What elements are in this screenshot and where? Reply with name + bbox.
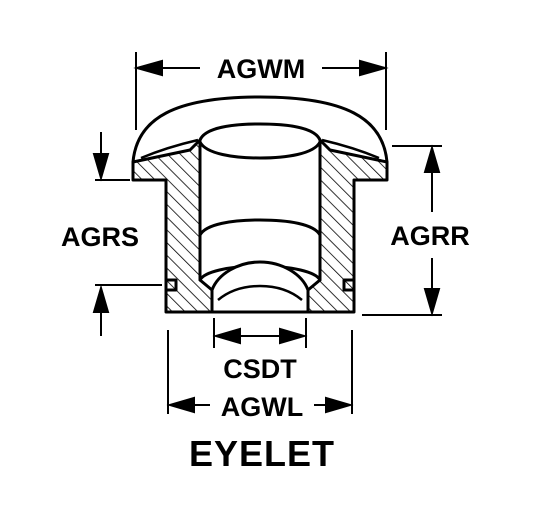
agwl-label: AGWL	[221, 392, 303, 422]
agrr-arrow-top	[423, 144, 441, 173]
csdt-arrow-left	[212, 327, 241, 345]
eyelet-head-inner-line-right	[321, 138, 380, 160]
left-notch	[166, 278, 178, 292]
agwm-label: AGWM	[217, 54, 305, 84]
csdt-label: CSDT	[223, 354, 297, 384]
diagram-caption: EYELET	[189, 433, 335, 474]
agwl-arrow-right	[325, 396, 354, 414]
agrs-arrow-bottom	[92, 284, 110, 313]
agrr-arrow-bottom	[423, 288, 441, 317]
bore-step	[198, 218, 322, 282]
right-notch	[342, 278, 354, 292]
agwl-arrow-left	[166, 396, 195, 414]
csdt-arrow-right	[279, 327, 308, 345]
agwm-arrow-right	[359, 59, 389, 77]
lower-bore-rim	[217, 284, 303, 301]
eyelet-part	[131, 95, 389, 314]
inner-bore-top-rim	[198, 141, 322, 160]
eyelet-head	[131, 95, 389, 163]
eyelet-head-inner-line	[140, 138, 199, 160]
inner-bore-top	[198, 122, 322, 237]
dimension-lines	[92, 52, 442, 414]
agrs-arrow-top	[92, 153, 110, 182]
agrs-label: AGRS	[61, 222, 139, 252]
agrr-label: AGRR	[390, 221, 470, 251]
agwm-arrow-left	[133, 59, 163, 77]
